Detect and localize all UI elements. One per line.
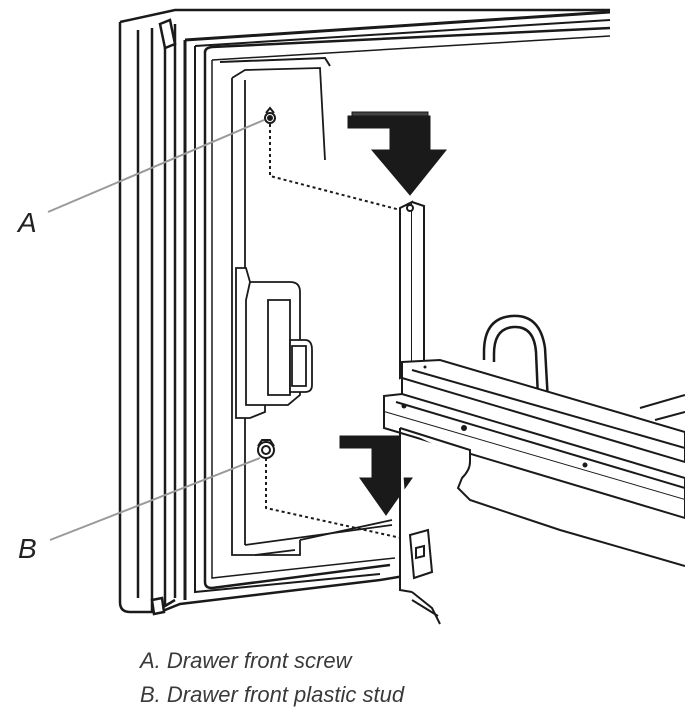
drawer-post (400, 202, 424, 378)
callout-b: B (18, 533, 37, 564)
door-frame (120, 10, 610, 614)
hinge-bracket (236, 268, 312, 418)
legend-item-a: A. Drawer front screw (140, 648, 352, 674)
plastic-stud-b (258, 440, 274, 458)
drawer-rail (384, 360, 685, 624)
down-arrow-upper (348, 112, 446, 195)
screw-a (265, 108, 275, 123)
callout-a: A (16, 207, 37, 238)
legend-item-b: B. Drawer front plastic stud (140, 682, 404, 708)
stud-receiver (410, 530, 432, 578)
